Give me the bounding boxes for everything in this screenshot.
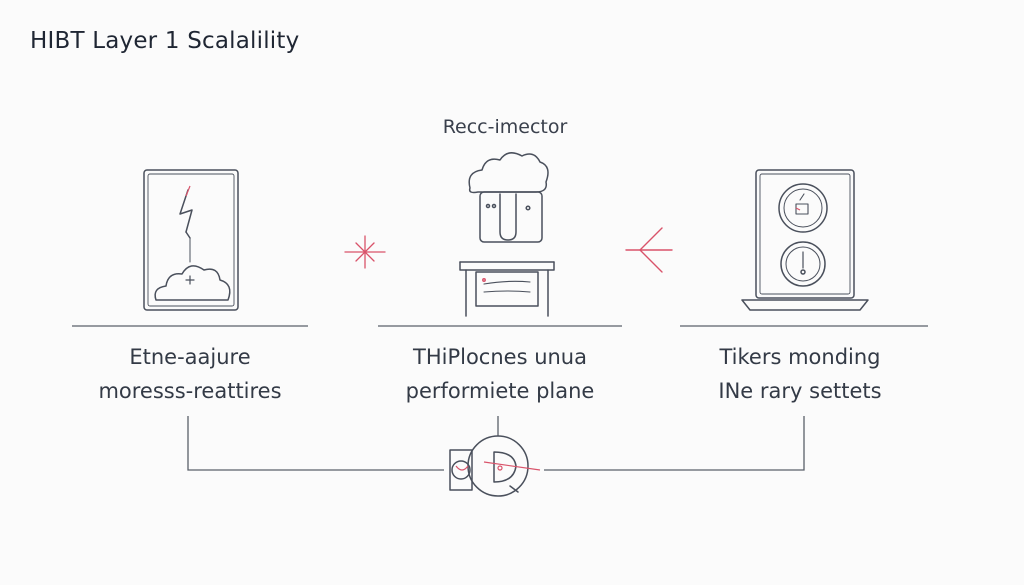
- hub-accent: [455, 461, 541, 471]
- arrow-left-icon: [625, 227, 673, 273]
- right-caption-line2: INe rary settets: [718, 379, 882, 403]
- page-title: HIBT Layer 1 Scalalility: [30, 28, 300, 54]
- left-caption-line2: moresss-reattires: [98, 379, 282, 403]
- spark-icon: [344, 235, 386, 269]
- left-caption: Etne-aajure moresss-reattires: [70, 340, 310, 408]
- center-node-label: Recc-imector: [442, 116, 568, 138]
- tablet-lightning-cloud-icon: [143, 169, 239, 311]
- hub-connectors: [187, 416, 805, 471]
- gauge-accent: [795, 207, 801, 211]
- hub-node-icon: [449, 435, 529, 497]
- right-caption: Tikers monding INe rary settets: [680, 340, 920, 408]
- middle-caption-line1: THiPlocnes unua: [413, 345, 587, 369]
- middle-caption-line2: performiete plane: [405, 379, 595, 403]
- left-caption-line1: Etne-aajure: [129, 345, 251, 369]
- lightning-accent: [185, 185, 191, 197]
- cloud-server-cabinet-icon: [459, 152, 555, 317]
- middle-caption: THiPlocnes unua performiete plane: [380, 340, 620, 408]
- laptop-gauges-icon: [741, 169, 869, 311]
- right-caption-line1: Tikers monding: [719, 345, 881, 369]
